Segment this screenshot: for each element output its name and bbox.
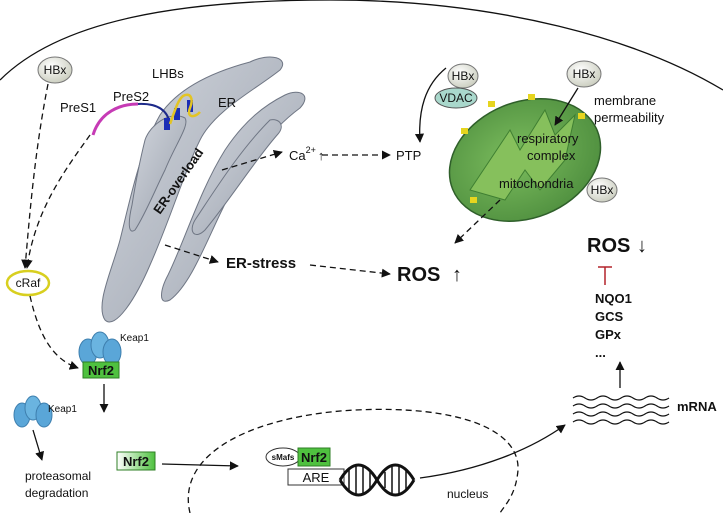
pres1-label: PreS1 [60,100,96,115]
lhbs-domain-2 [174,108,180,120]
arrow-mito-to-ros [454,199,501,244]
hbx-node-right: HBx [566,60,602,88]
nucleus-label: nucleus [447,487,488,501]
degradation-label: degradation [25,486,88,500]
nrf2-free: Nrf2 [116,451,156,471]
nqo1-label: NQO1 [595,291,632,306]
arrow-keap1-to-degradation [32,429,45,461]
hbx-label-mito: HBx [591,183,614,197]
keap1-icon-free [13,395,53,428]
nrf2-label-nuclear: Nrf2 [301,450,327,465]
vdac-label: VDAC [439,91,473,105]
nrf2-label-free: Nrf2 [123,454,149,469]
pres2-label: PreS2 [113,89,149,104]
mitochondrion-icon [448,94,602,222]
mrna-label: mRNA [677,399,717,414]
hbx-label-right: HBx [573,67,596,81]
smafs-node: sMafs [265,447,301,467]
lhbs-loop [168,93,201,125]
arrow-hbx-to-ptp [414,67,447,143]
nrf2-bound: Nrf2 [82,361,120,379]
ros-down-label: ROS [587,235,630,257]
nrf2-label-bound: Nrf2 [88,363,114,378]
arrow-hbx-to-mito [554,87,579,126]
ros-up-arrow: ↑ [452,264,462,286]
dna-icon [338,463,416,497]
lhbs-label: LHBs [152,66,184,81]
gcs-label: GCS [595,309,624,324]
smafs-label: sMafs [272,453,295,462]
keap1-label-free: Keap1 [48,404,77,415]
lhbs-domain-1 [164,118,170,130]
craf-label: cRaf [16,276,41,290]
arrow-er-stress-to-ros [309,264,391,278]
arrow-nrf2-to-nucleus [161,461,239,471]
mitochondria-label: mitochondria [499,176,574,191]
er-label: ER [218,95,236,110]
mrna-icon [572,395,670,425]
nrf2-nuclear: Nrf2 [297,447,331,467]
nucleus-envelope [187,408,519,513]
arrow-pres1-to-craf [23,134,91,269]
vdac-node: VDAC [434,87,478,109]
are-box: ARE [287,468,345,486]
complex-label: complex [527,148,576,163]
permeability-label: permeability [594,110,665,125]
keap1-icon [78,331,122,366]
membrane-label: membrane [594,93,656,108]
arrow-hbx-to-craf [21,83,49,269]
hbx-node-mito: HBx [586,177,618,203]
respiratory-label: respiratory [517,131,579,146]
arrow-dna-to-mrna [419,424,566,479]
arrow-craf-to-complex [29,295,79,370]
hbx-node-vdac: HBx [447,63,479,89]
are-label: ARE [303,470,330,485]
pres1-chain [91,102,139,136]
er-icon [101,56,306,323]
cell-membrane [0,0,723,91]
ellipsis-label: ... [595,345,606,360]
er-stress-label: ER-stress [226,255,296,272]
calcium-label: Ca2+↑ [289,145,324,163]
hbx-label-left: HBx [44,63,67,77]
arrow-er-to-calcium [221,149,283,171]
hbx-label-vdac: HBx [452,69,475,83]
gpx-label: GPx [595,327,622,342]
craf-node: cRaf [5,269,51,297]
ptp-label: PTP [396,148,421,163]
ros-down-arrow: ↓ [637,235,647,257]
hbx-node-left: HBx [37,56,73,84]
ros-up-label: ROS [397,264,440,286]
proteasomal-label: proteasomal [25,469,91,483]
keap1-label-complex: Keap1 [120,333,149,344]
